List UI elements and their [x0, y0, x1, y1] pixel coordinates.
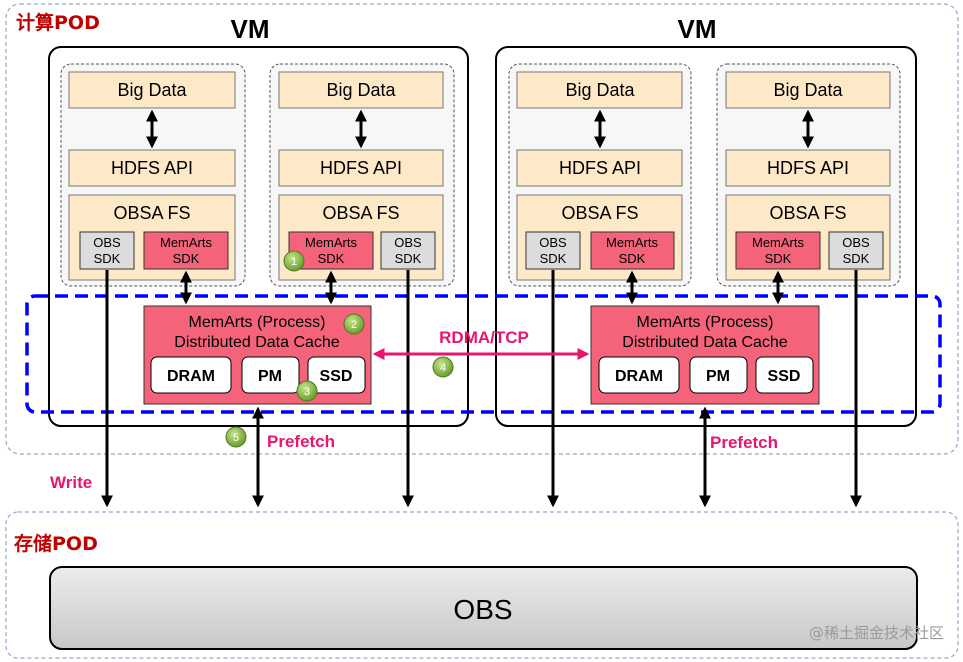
ssd-label: SSD [768, 368, 801, 385]
hdfs-api-label: HDFS API [111, 158, 193, 178]
memarts-sdk-box [735, 231, 821, 270]
big-data-label: Big Data [773, 80, 843, 100]
memarts-cache-1: MemArts (Process) Distributed Data Cache… [143, 305, 372, 405]
cache-line-1: MemArts (Process) [637, 314, 774, 331]
memarts-sdk-box [143, 231, 229, 270]
obs-storage-box [49, 566, 918, 650]
pm-label: PM [258, 368, 282, 385]
compute-pod: 计算POD [5, 3, 959, 455]
svg-text:3: 3 [304, 386, 310, 398]
svg-text:5: 5 [233, 432, 239, 444]
pm-box [241, 356, 300, 394]
ssd-box [307, 356, 366, 394]
obs-sdk-box [380, 231, 436, 270]
obsa-fs-label: OBSA FS [561, 203, 638, 223]
obsa-fs-label: OBSA FS [322, 203, 399, 223]
obsa-fs-label: OBSA FS [769, 203, 846, 223]
svg-text:4: 4 [440, 362, 446, 374]
big-data-label: Big Data [326, 80, 396, 100]
obs-sdk-box [525, 231, 581, 270]
obs-label: OBS [453, 594, 512, 625]
obs-sdk-box [79, 231, 135, 270]
step-marker-2: 2 [343, 313, 365, 335]
hdfs-api-box [68, 149, 236, 187]
memarts-cache-2: MemArts (Process) Distributed Data Cache… [590, 305, 820, 405]
hdfs-api-label: HDFS API [559, 158, 641, 178]
memarts-sdk-box [590, 231, 675, 270]
hdfs-api-box [516, 149, 683, 187]
pm-label: PM [706, 368, 730, 385]
big-data-label: Big Data [117, 80, 187, 100]
prefetch-label-right: Prefetch [710, 433, 778, 452]
hdfs-api-label: HDFS API [320, 158, 402, 178]
dram-label: DRAM [615, 368, 663, 385]
step-marker-4: 4 [432, 356, 454, 378]
prefetch-arrows [252, 406, 711, 508]
step-marker-3: 3 [296, 380, 318, 402]
cache-line-1: MemArts (Process) [189, 314, 326, 331]
hdfs-api-box [278, 149, 444, 187]
hdfs-api-box [725, 149, 891, 187]
svg-text:2: 2 [351, 319, 357, 331]
sdk-cache-arrows [180, 270, 784, 305]
obsa-fs-label: OBSA FS [113, 203, 190, 223]
obs-write-arrows [101, 270, 862, 508]
step-marker-1: 1 [283, 250, 305, 272]
dram-box [150, 356, 232, 394]
ssd-box [755, 356, 814, 394]
ssd-label: SSD [320, 368, 353, 385]
compute-pod-title: 计算POD [16, 11, 100, 34]
pm-box [689, 356, 748, 394]
hdfs-api-label: HDFS API [767, 158, 849, 178]
dram-label: DRAM [167, 368, 215, 385]
big-data-box [278, 71, 444, 109]
vm-1-title: VM [231, 14, 270, 44]
big-data-box [68, 71, 236, 109]
distributed-cache-band [25, 294, 942, 414]
big-data-box [725, 71, 891, 109]
cache-line-2: Distributed Data Cache [622, 334, 788, 351]
watermark-text: @稀土掘金技术社区 [809, 624, 944, 642]
svg-text:1: 1 [291, 256, 297, 268]
step-marker-5: 5 [225, 426, 247, 448]
obs-sdk-box [828, 231, 884, 270]
rdma-label: RDMA/TCP [439, 328, 529, 347]
prefetch-label-left: Prefetch [267, 432, 335, 451]
storage-pod-title: 存储POD [14, 532, 98, 555]
big-data-label: Big Data [565, 80, 635, 100]
vm-2-title: VM [678, 14, 717, 44]
storage-pod: 存储POD OBS [5, 511, 959, 659]
dram-box [598, 356, 680, 394]
write-label: Write [50, 473, 92, 492]
big-data-box [516, 71, 683, 109]
cache-line-2: Distributed Data Cache [174, 334, 340, 351]
